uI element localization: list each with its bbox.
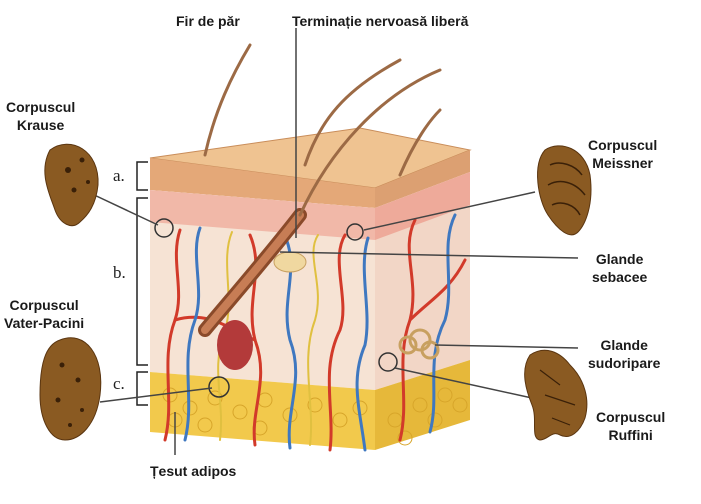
papillary-layer: [150, 190, 375, 240]
skin-block: [149, 43, 472, 452]
label-pacini: Corpuscul Vater-Pacini: [4, 296, 84, 332]
pacini-corpuscle-illustration: [39, 337, 102, 441]
label-sweat-line2: sudoripare: [588, 355, 661, 371]
label-krause: Corpuscul Krause: [6, 98, 75, 134]
label-hair: Fir de păr: [176, 13, 240, 29]
epidermis-side: [375, 150, 470, 208]
label-meissner-line1: Corpuscul: [588, 137, 658, 153]
hair-follicle: [198, 208, 307, 370]
label-sebaceous-line2: sebacee: [592, 269, 648, 285]
layer-letter-b: b.: [113, 263, 126, 282]
label-sweat-line1: Glande: [600, 337, 648, 353]
layer-brackets: [136, 161, 148, 406]
leader-lines: [89, 28, 579, 455]
hairs: [203, 43, 442, 217]
label-free-nerve-ending: Terminație nervoasă liberă: [292, 13, 469, 29]
layer-letter-a: a.: [113, 166, 125, 185]
label-adipose: Țesut adipos: [150, 463, 237, 479]
label-meissner-line2: Meissner: [592, 155, 653, 171]
bracket-b: [136, 197, 148, 366]
epidermis-front: [150, 158, 375, 208]
sebaceous-gland: [273, 251, 307, 273]
label-meissner: Corpuscul Meissner: [588, 136, 657, 172]
fat-side: [375, 360, 470, 450]
label-pacini-line2: Vater-Pacini: [4, 315, 85, 331]
ruffini-corpuscle-illustration: [524, 349, 588, 441]
label-krause-line2: Krause: [16, 117, 65, 133]
label-ruffini: Corpuscul Ruffini: [596, 408, 665, 444]
krause-corpuscle-illustration: [44, 143, 99, 226]
layer-letter-c: c.: [113, 374, 125, 393]
fat-front: [150, 372, 375, 450]
dermis-front: [150, 190, 375, 390]
bracket-a: [136, 161, 148, 191]
label-ruffini-line1: Corpuscul: [596, 409, 666, 425]
label-sebaceous-line1: Glande: [595, 251, 644, 267]
label-krause-line1: Corpuscul: [6, 99, 76, 115]
meissner-corpuscle-illustration: [537, 145, 592, 236]
sweat-gland: [398, 328, 440, 360]
receptor-markers: [154, 218, 398, 398]
bracket-c: [136, 371, 148, 406]
label-sebaceous: Glande sebacee: [592, 250, 647, 286]
label-sweat: Glande sudoripare: [588, 336, 660, 372]
label-ruffini-line2: Ruffini: [608, 427, 653, 443]
label-pacini-line1: Corpuscul: [9, 297, 79, 313]
